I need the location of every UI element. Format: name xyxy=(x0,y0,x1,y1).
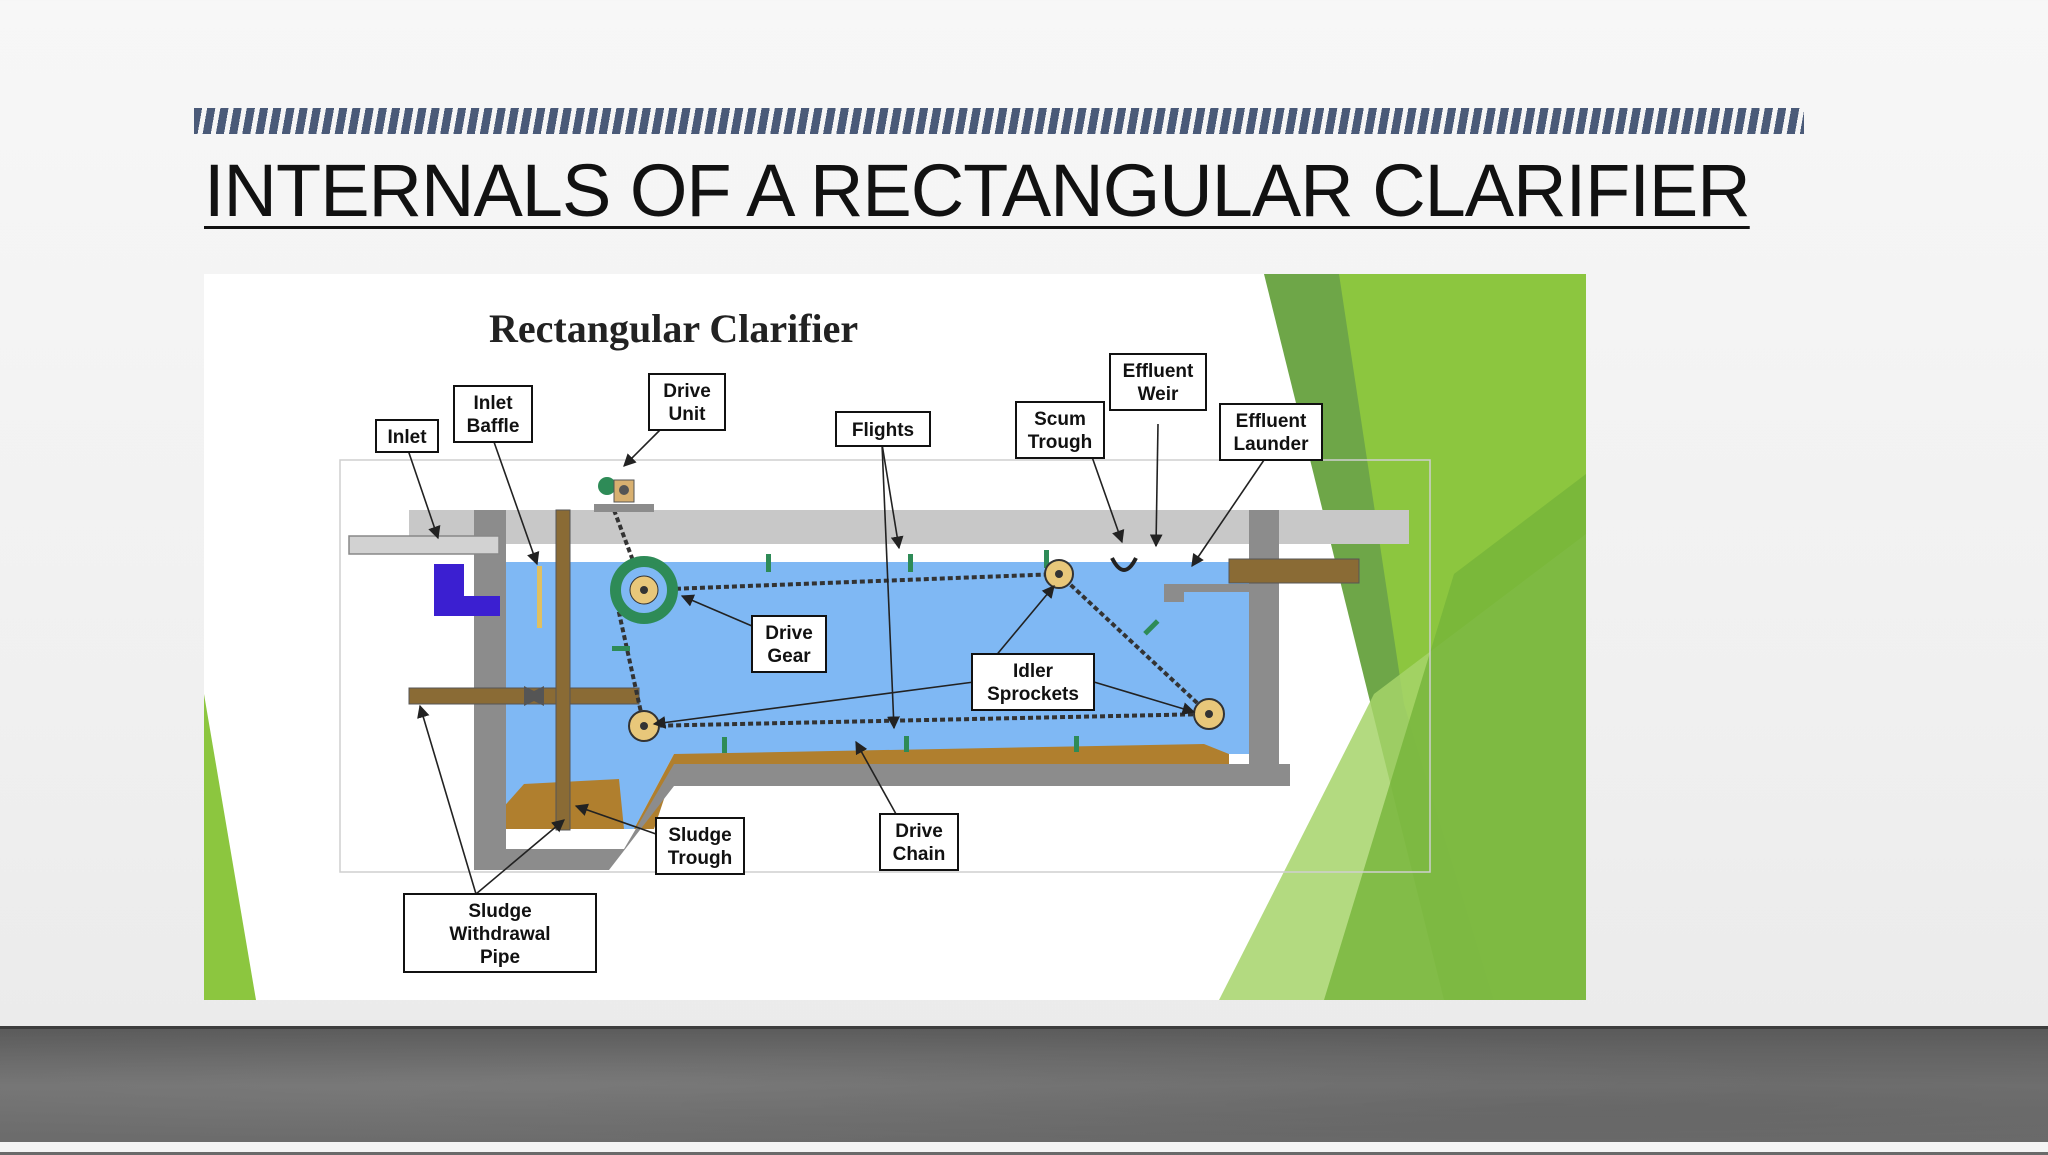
slide-title: INTERNALS OF A RECTANGULAR CLARIFIER xyxy=(204,149,1751,232)
floor-background xyxy=(0,1026,2048,1155)
flights xyxy=(612,550,1160,753)
svg-text:Drive: Drive xyxy=(765,623,813,644)
svg-text:Idler: Idler xyxy=(1013,661,1054,682)
svg-text:Baffle: Baffle xyxy=(467,416,520,437)
svg-text:Effluent: Effluent xyxy=(1236,411,1307,432)
clarifier-tank xyxy=(339,459,1431,873)
svg-text:Weir: Weir xyxy=(1138,384,1179,405)
svg-text:Drive: Drive xyxy=(895,821,943,842)
label-idler-sprockets: Idler Sprockets xyxy=(971,653,1095,711)
label-drive-gear: Drive Gear xyxy=(751,615,827,673)
scum-trough xyxy=(1110,557,1138,572)
decorative-green-shapes xyxy=(204,274,1586,1000)
label-effluent-launder: Effluent Launder xyxy=(1219,403,1323,461)
idler-sprockets xyxy=(628,559,1225,742)
svg-text:Sludge: Sludge xyxy=(468,901,531,922)
label-sludge-trough: Sludge Trough xyxy=(655,817,745,875)
diagram-title: Rectangular Clarifier xyxy=(489,306,858,351)
clarifier-diagram: Rectangular Clarifier xyxy=(204,274,1586,1000)
label-effluent-weir: Effluent Weir xyxy=(1109,353,1207,411)
floor-edge xyxy=(0,1142,2048,1152)
svg-text:Effluent: Effluent xyxy=(1123,361,1194,382)
inlet-pipe xyxy=(348,535,500,616)
leader-arrows xyxy=(407,423,1265,895)
svg-text:Withdrawal: Withdrawal xyxy=(449,924,550,945)
svg-text:Gear: Gear xyxy=(767,646,811,667)
svg-text:Scum: Scum xyxy=(1034,409,1086,430)
svg-text:Sprockets: Sprockets xyxy=(987,684,1079,705)
drive-gear xyxy=(610,556,678,624)
inlet-baffle xyxy=(537,566,542,628)
svg-text:Sludge: Sludge xyxy=(668,825,731,846)
svg-text:Flights: Flights xyxy=(852,420,914,441)
effluent-pipe xyxy=(1228,558,1360,584)
svg-text:Unit: Unit xyxy=(669,404,707,425)
label-sludge-withdrawal-pipe: Sludge Withdrawal Pipe xyxy=(403,893,597,973)
label-inlet-baffle: Inlet Baffle xyxy=(453,385,533,443)
sludge-withdrawal-pipe xyxy=(408,509,640,831)
svg-text:Launder: Launder xyxy=(1234,434,1310,455)
svg-text:Pipe: Pipe xyxy=(480,947,520,968)
label-flights: Flights xyxy=(835,411,931,447)
drive-unit xyxy=(594,477,654,512)
label-drive-chain: Drive Chain xyxy=(879,813,959,871)
svg-text:Trough: Trough xyxy=(1028,432,1092,453)
label-inlet: Inlet xyxy=(375,419,439,453)
svg-text:Inlet: Inlet xyxy=(473,393,513,414)
svg-text:Inlet: Inlet xyxy=(387,427,427,448)
svg-text:Trough: Trough xyxy=(668,848,732,869)
svg-text:Drive: Drive xyxy=(663,381,711,402)
label-drive-unit: Drive Unit xyxy=(648,373,726,431)
svg-text:Chain: Chain xyxy=(893,844,946,865)
label-scum-trough: Scum Trough xyxy=(1015,401,1105,459)
decorative-stripe-bar xyxy=(194,108,1804,134)
